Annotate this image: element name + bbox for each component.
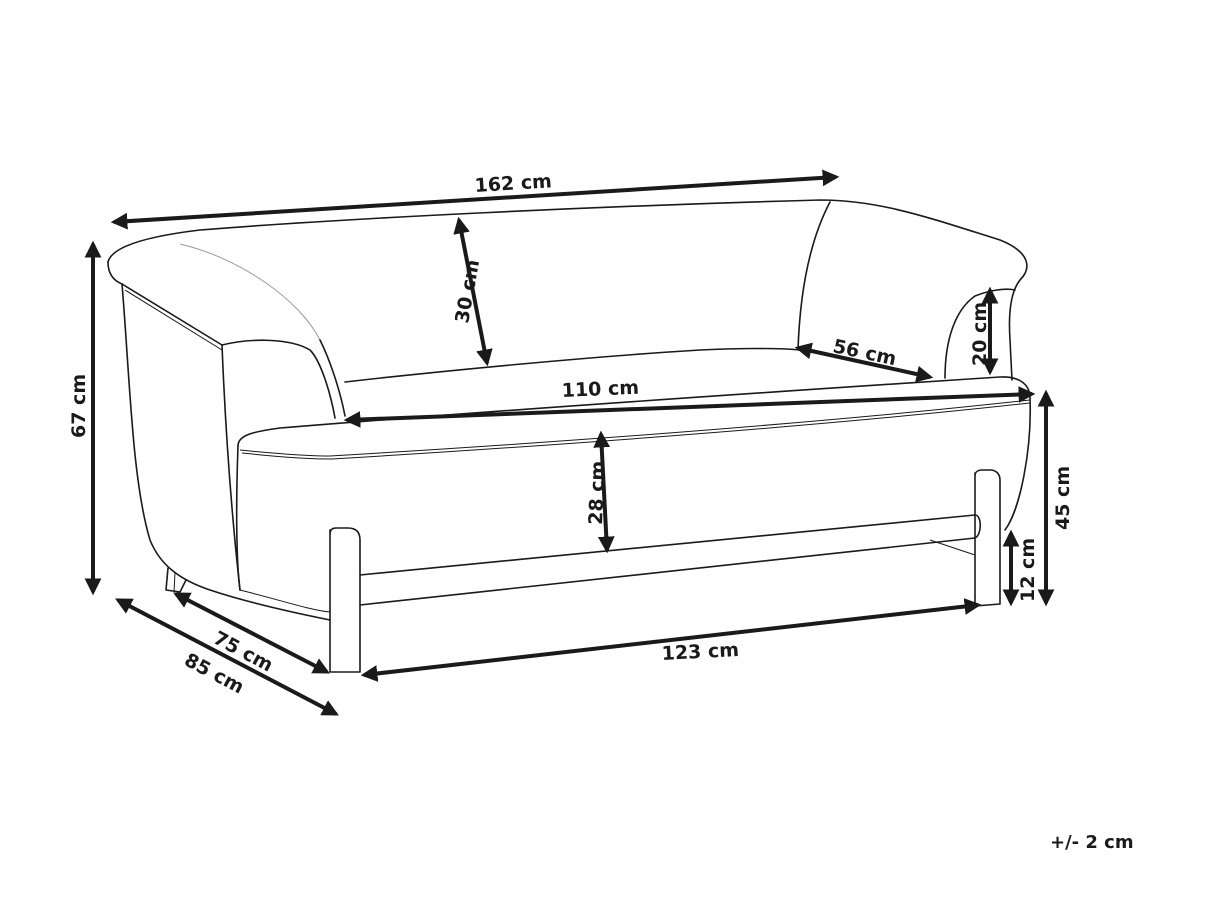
label-seat-width: 110 cm	[561, 377, 639, 402]
dim-line-backrest-height	[453, 216, 493, 367]
label-seat-depth: 56 cm	[831, 335, 898, 370]
dim-line-seat-front-height	[593, 430, 615, 554]
dim-line-total-width	[110, 169, 840, 230]
label-armrest-height: 20 cm	[969, 302, 991, 366]
label-leg-span: 123 cm	[661, 639, 739, 665]
label-leg-height: 12 cm	[1017, 538, 1039, 602]
label-total-width: 162 cm	[474, 170, 553, 197]
dim-line-seat-width	[343, 386, 1036, 428]
dim-line-leg-span	[360, 598, 982, 682]
label-seat-height: 45 cm	[1052, 466, 1074, 530]
label-tolerance: +/- 2 cm	[1050, 832, 1134, 853]
dimension-lines	[84, 169, 1055, 716]
dimension-labels: 162 cm 30 cm 110 cm 56 cm 20 cm 67 cm 45…	[68, 170, 1134, 853]
label-seat-front-height: 28 cm	[585, 460, 609, 525]
sofa-drawing	[107, 199, 1032, 673]
label-total-height: 67 cm	[68, 374, 90, 438]
dim-line-total-depth	[115, 598, 339, 716]
dim-line-seat-depth	[794, 342, 934, 383]
